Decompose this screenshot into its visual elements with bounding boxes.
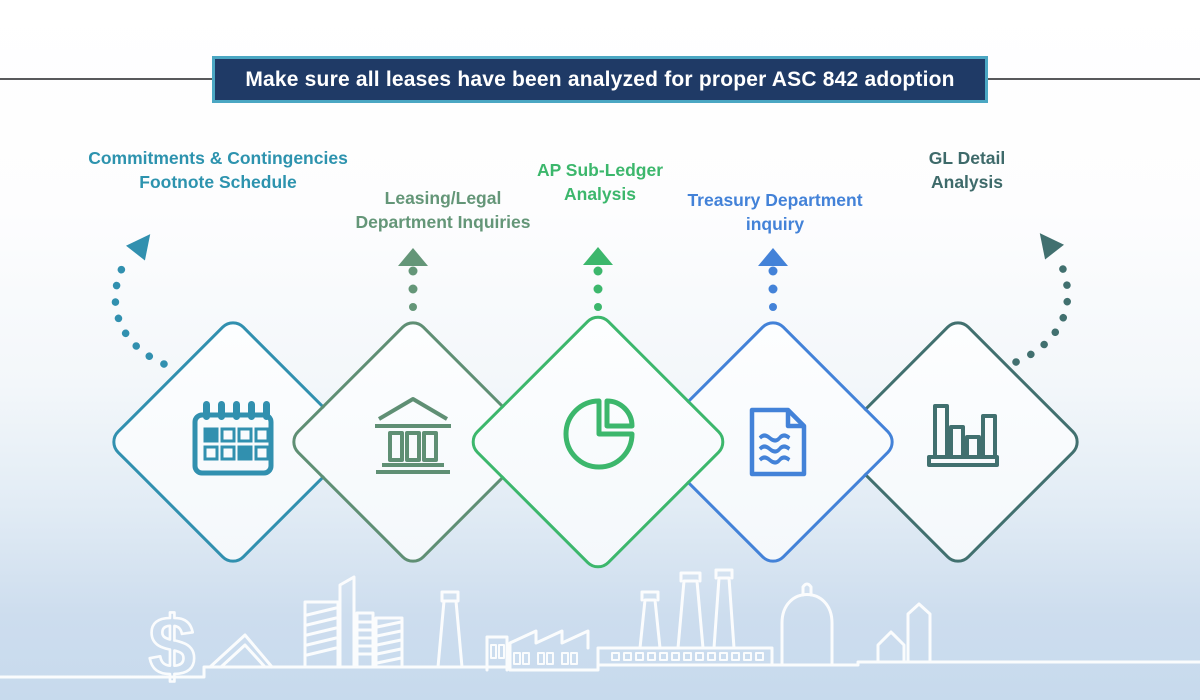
house	[208, 633, 274, 669]
stage-label-line: AP Sub-Ledger	[536, 160, 664, 180]
banner-title: Make sure all leases have been analyzed …	[245, 67, 955, 91]
connector-leasing-legal	[398, 248, 428, 311]
factory-windows	[513, 652, 578, 665]
chimney-2	[676, 571, 705, 650]
dot	[769, 303, 777, 311]
arrow-up-icon	[583, 247, 613, 265]
window	[498, 644, 505, 659]
connector-ap-sub-ledger	[583, 247, 613, 311]
window-row	[611, 652, 764, 661]
factory-sawtooth	[508, 629, 590, 672]
stage-label-leasing-legal: Leasing/Legal Department Inquiries	[278, 186, 608, 234]
dotted-arc	[1012, 252, 1072, 366]
stage-label-line: Department Inquiries	[355, 212, 531, 232]
window	[490, 644, 497, 659]
arrow-up-right-icon	[126, 234, 151, 261]
ground-line	[0, 660, 1200, 679]
dot	[768, 266, 778, 276]
stage-label-line: Footnote Schedule	[139, 172, 297, 192]
building-hatched-1	[303, 600, 340, 669]
bank-building-icon	[375, 397, 451, 474]
building-2	[355, 611, 375, 669]
building-tall	[338, 575, 356, 669]
gas-holder-dome	[780, 582, 834, 667]
calendar-icon	[192, 401, 274, 476]
connector-commitments	[111, 234, 168, 368]
stage-label-line: inquiry	[745, 214, 805, 234]
stage-label-line: Treasury Department	[687, 190, 863, 210]
tower-chimney	[436, 590, 464, 669]
chimney-1	[638, 590, 662, 650]
arrow-up-icon	[398, 248, 428, 266]
dot	[593, 284, 603, 294]
right-tower	[906, 602, 932, 664]
stage-label-line: Leasing/Legal	[384, 188, 502, 208]
city-skyline: $	[0, 568, 1200, 694]
stage-label-line: Analysis	[931, 172, 1003, 192]
dot	[593, 266, 603, 276]
arrow-up-icon	[758, 248, 788, 266]
building-hatched-2	[374, 616, 404, 669]
title-banner: Make sure all leases have been analyzed …	[212, 56, 988, 103]
connector-gl-detail	[1012, 233, 1072, 366]
chimney-3	[712, 568, 736, 650]
arrow-up-left-icon	[1039, 233, 1064, 260]
dot	[768, 284, 778, 294]
dot	[594, 303, 602, 311]
dotted-arc	[111, 256, 168, 368]
connector-treasury	[758, 248, 788, 311]
bar-chart-icon	[927, 404, 999, 467]
dollar-sign: $	[149, 599, 196, 693]
document-icon	[749, 407, 807, 477]
stage-label-ap-sub-ledger: AP Sub-Ledger Analysis	[435, 158, 765, 206]
pie-chart-icon	[563, 398, 635, 470]
long-building	[596, 646, 774, 667]
small-building	[485, 635, 509, 672]
stage-label-gl-detail: GL Detail Analysis	[802, 146, 1132, 194]
dot	[408, 284, 418, 294]
stage-label-commitments: Commitments & Contingencies Footnote Sch…	[53, 146, 383, 194]
stage-label-line: Analysis	[564, 184, 636, 204]
stage-label-treasury: Treasury Department inquiry	[610, 188, 940, 236]
dot	[408, 266, 418, 276]
stage-label-line: Commitments & Contingencies	[88, 148, 348, 168]
dot	[409, 303, 417, 311]
stage-label-line: GL Detail	[928, 148, 1006, 168]
right-house	[876, 630, 906, 664]
